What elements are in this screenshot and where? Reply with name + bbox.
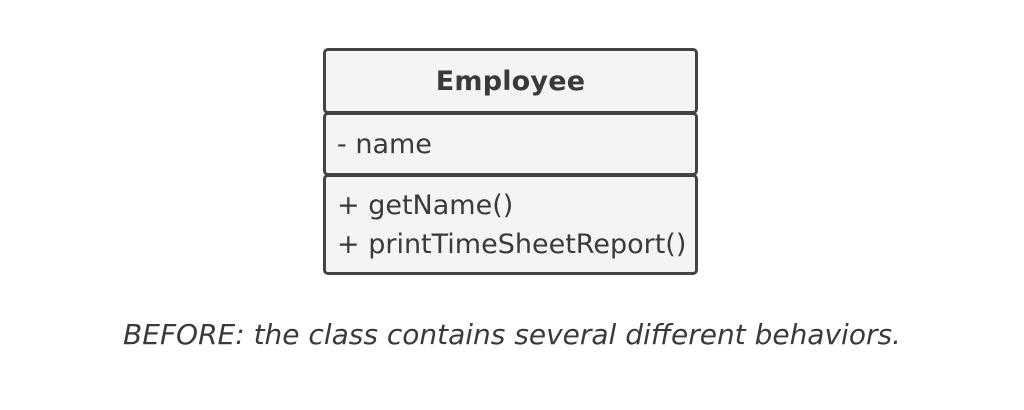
methods-compartment: + getName() + printTimeSheetReport() <box>323 174 698 275</box>
method-get-name: + getName() <box>337 189 514 221</box>
class-name-compartment: Employee <box>323 48 698 114</box>
attributes-compartment: - name <box>323 112 698 176</box>
attribute-name: - name <box>337 128 432 160</box>
diagram-caption: BEFORE: the class contains several diffe… <box>123 318 901 351</box>
method-print-time-sheet-report: + printTimeSheetReport() <box>337 228 687 260</box>
uml-class-employee: Employee - name + getName() + printTimeS… <box>323 48 698 275</box>
class-name: Employee <box>435 65 586 97</box>
